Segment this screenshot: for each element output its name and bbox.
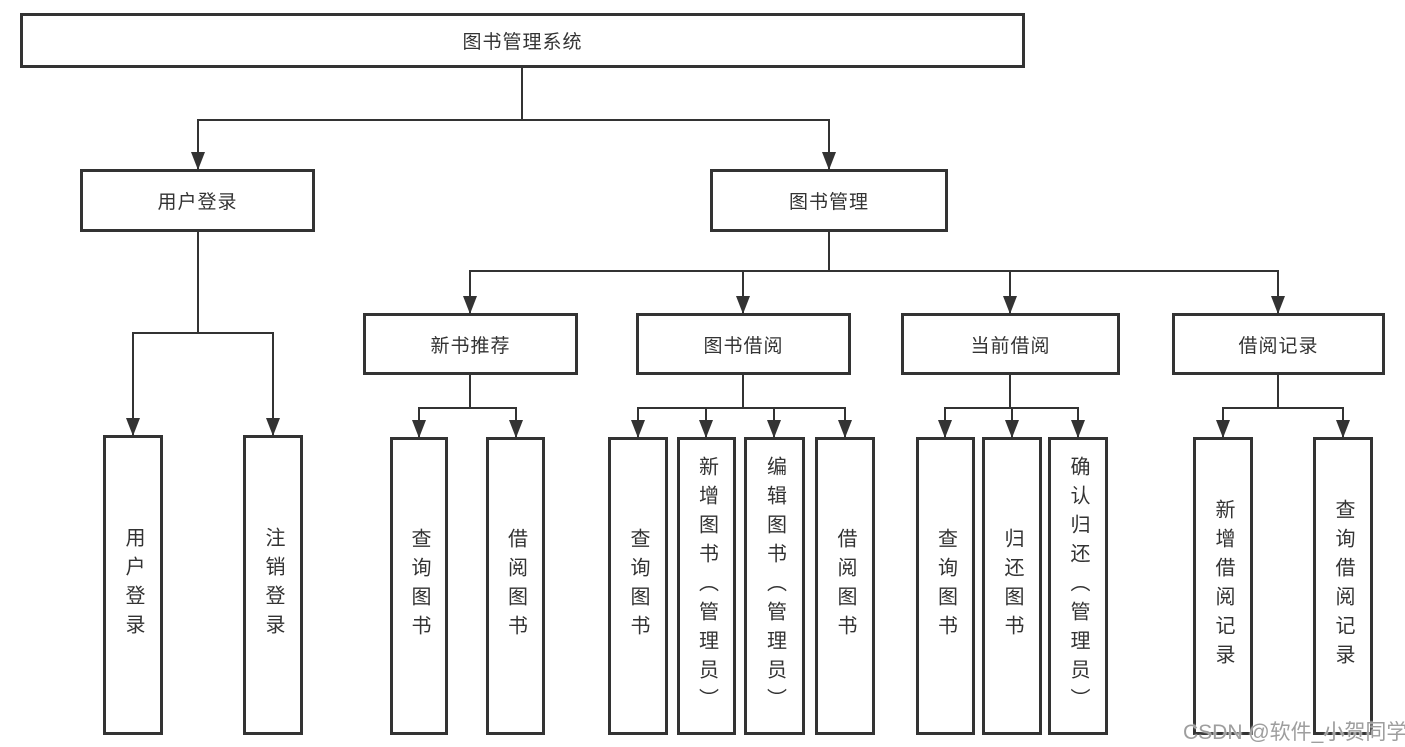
node-label: 图书借阅 bbox=[703, 335, 784, 357]
node-label: 借阅图书 bbox=[504, 528, 527, 644]
node-book-management: 图书管理 bbox=[710, 169, 948, 232]
node-label: 借阅记录 bbox=[1238, 335, 1319, 357]
node-label: 查询图书 bbox=[408, 528, 430, 644]
leaf-query-borrow-record: 查询借阅记录 bbox=[1313, 437, 1373, 735]
node-label: 编辑图书（管理员） bbox=[763, 455, 786, 717]
node-label: 新增图书（管理员） bbox=[695, 455, 718, 717]
node-current-borrowing: 当前借阅 bbox=[901, 313, 1120, 375]
node-label: 图书管理系统 bbox=[462, 32, 583, 53]
leaf-borrow-book: 借阅图书 bbox=[815, 437, 875, 735]
node-label: 新增借阅记录 bbox=[1212, 499, 1234, 673]
node-label: 查询图书 bbox=[934, 528, 957, 644]
node-label: 借阅图书 bbox=[834, 528, 856, 644]
leaf-borrow-book-recommend: 借阅图书 bbox=[486, 437, 545, 735]
node-label: 图书管理 bbox=[788, 192, 869, 213]
node-label: 查询借阅记录 bbox=[1332, 499, 1354, 673]
node-label: 用户登录 bbox=[122, 527, 144, 643]
node-library-system-root: 图书管理系统 bbox=[20, 13, 1025, 68]
leaf-user-login: 用户登录 bbox=[103, 435, 163, 735]
leaf-query-book-recommend: 查询图书 bbox=[390, 437, 448, 735]
node-label: 归还图书 bbox=[1001, 528, 1023, 644]
leaf-add-book-admin: 新增图书（管理员） bbox=[677, 437, 736, 735]
node-label: 查询图书 bbox=[627, 528, 649, 644]
node-label: 当前借阅 bbox=[970, 335, 1051, 357]
node-label: 用户登录 bbox=[157, 192, 238, 213]
node-label: 确认归还（管理员） bbox=[1067, 455, 1089, 717]
node-borrowing-records: 借阅记录 bbox=[1172, 313, 1385, 375]
leaf-add-borrow-record: 新增借阅记录 bbox=[1193, 437, 1253, 735]
leaf-query-book-current: 查询图书 bbox=[916, 437, 975, 735]
leaf-query-book-borrowing: 查询图书 bbox=[608, 437, 668, 735]
leaf-logout: 注销登录 bbox=[243, 435, 303, 735]
node-label: 新书推荐 bbox=[430, 335, 511, 357]
leaf-confirm-return-admin: 确认归还（管理员） bbox=[1048, 437, 1108, 735]
csdn-watermark: CSDN @软件_小贺同学 bbox=[1183, 721, 1405, 744]
node-book-borrowing: 图书借阅 bbox=[636, 313, 851, 375]
node-new-book-recommend: 新书推荐 bbox=[363, 313, 578, 375]
leaf-return-book: 归还图书 bbox=[982, 437, 1042, 735]
node-label: 注销登录 bbox=[262, 527, 284, 643]
leaf-edit-book-admin: 编辑图书（管理员） bbox=[744, 437, 805, 735]
node-user-login: 用户登录 bbox=[80, 169, 315, 232]
